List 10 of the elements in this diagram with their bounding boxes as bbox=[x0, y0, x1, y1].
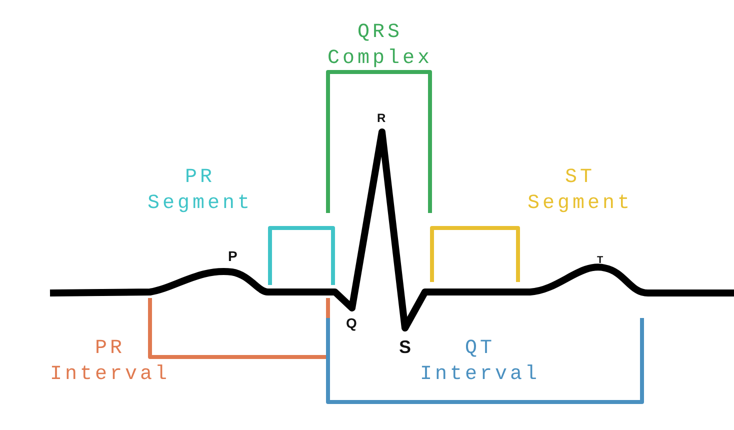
bracket-label: QT Interval bbox=[418, 336, 541, 388]
wave-point-label: T bbox=[597, 256, 604, 266]
bracket-label: PR Segment bbox=[146, 165, 254, 217]
bracket-label: PR Interval bbox=[48, 336, 171, 388]
bracket-label: ST Segment bbox=[526, 165, 634, 217]
wave-point-label: S bbox=[399, 338, 412, 356]
wave-point-label: R bbox=[377, 112, 386, 124]
bracket-label: QRS Complex bbox=[326, 20, 434, 72]
wave-point-label: Q bbox=[346, 316, 357, 330]
wave-point-label: P bbox=[228, 249, 238, 263]
